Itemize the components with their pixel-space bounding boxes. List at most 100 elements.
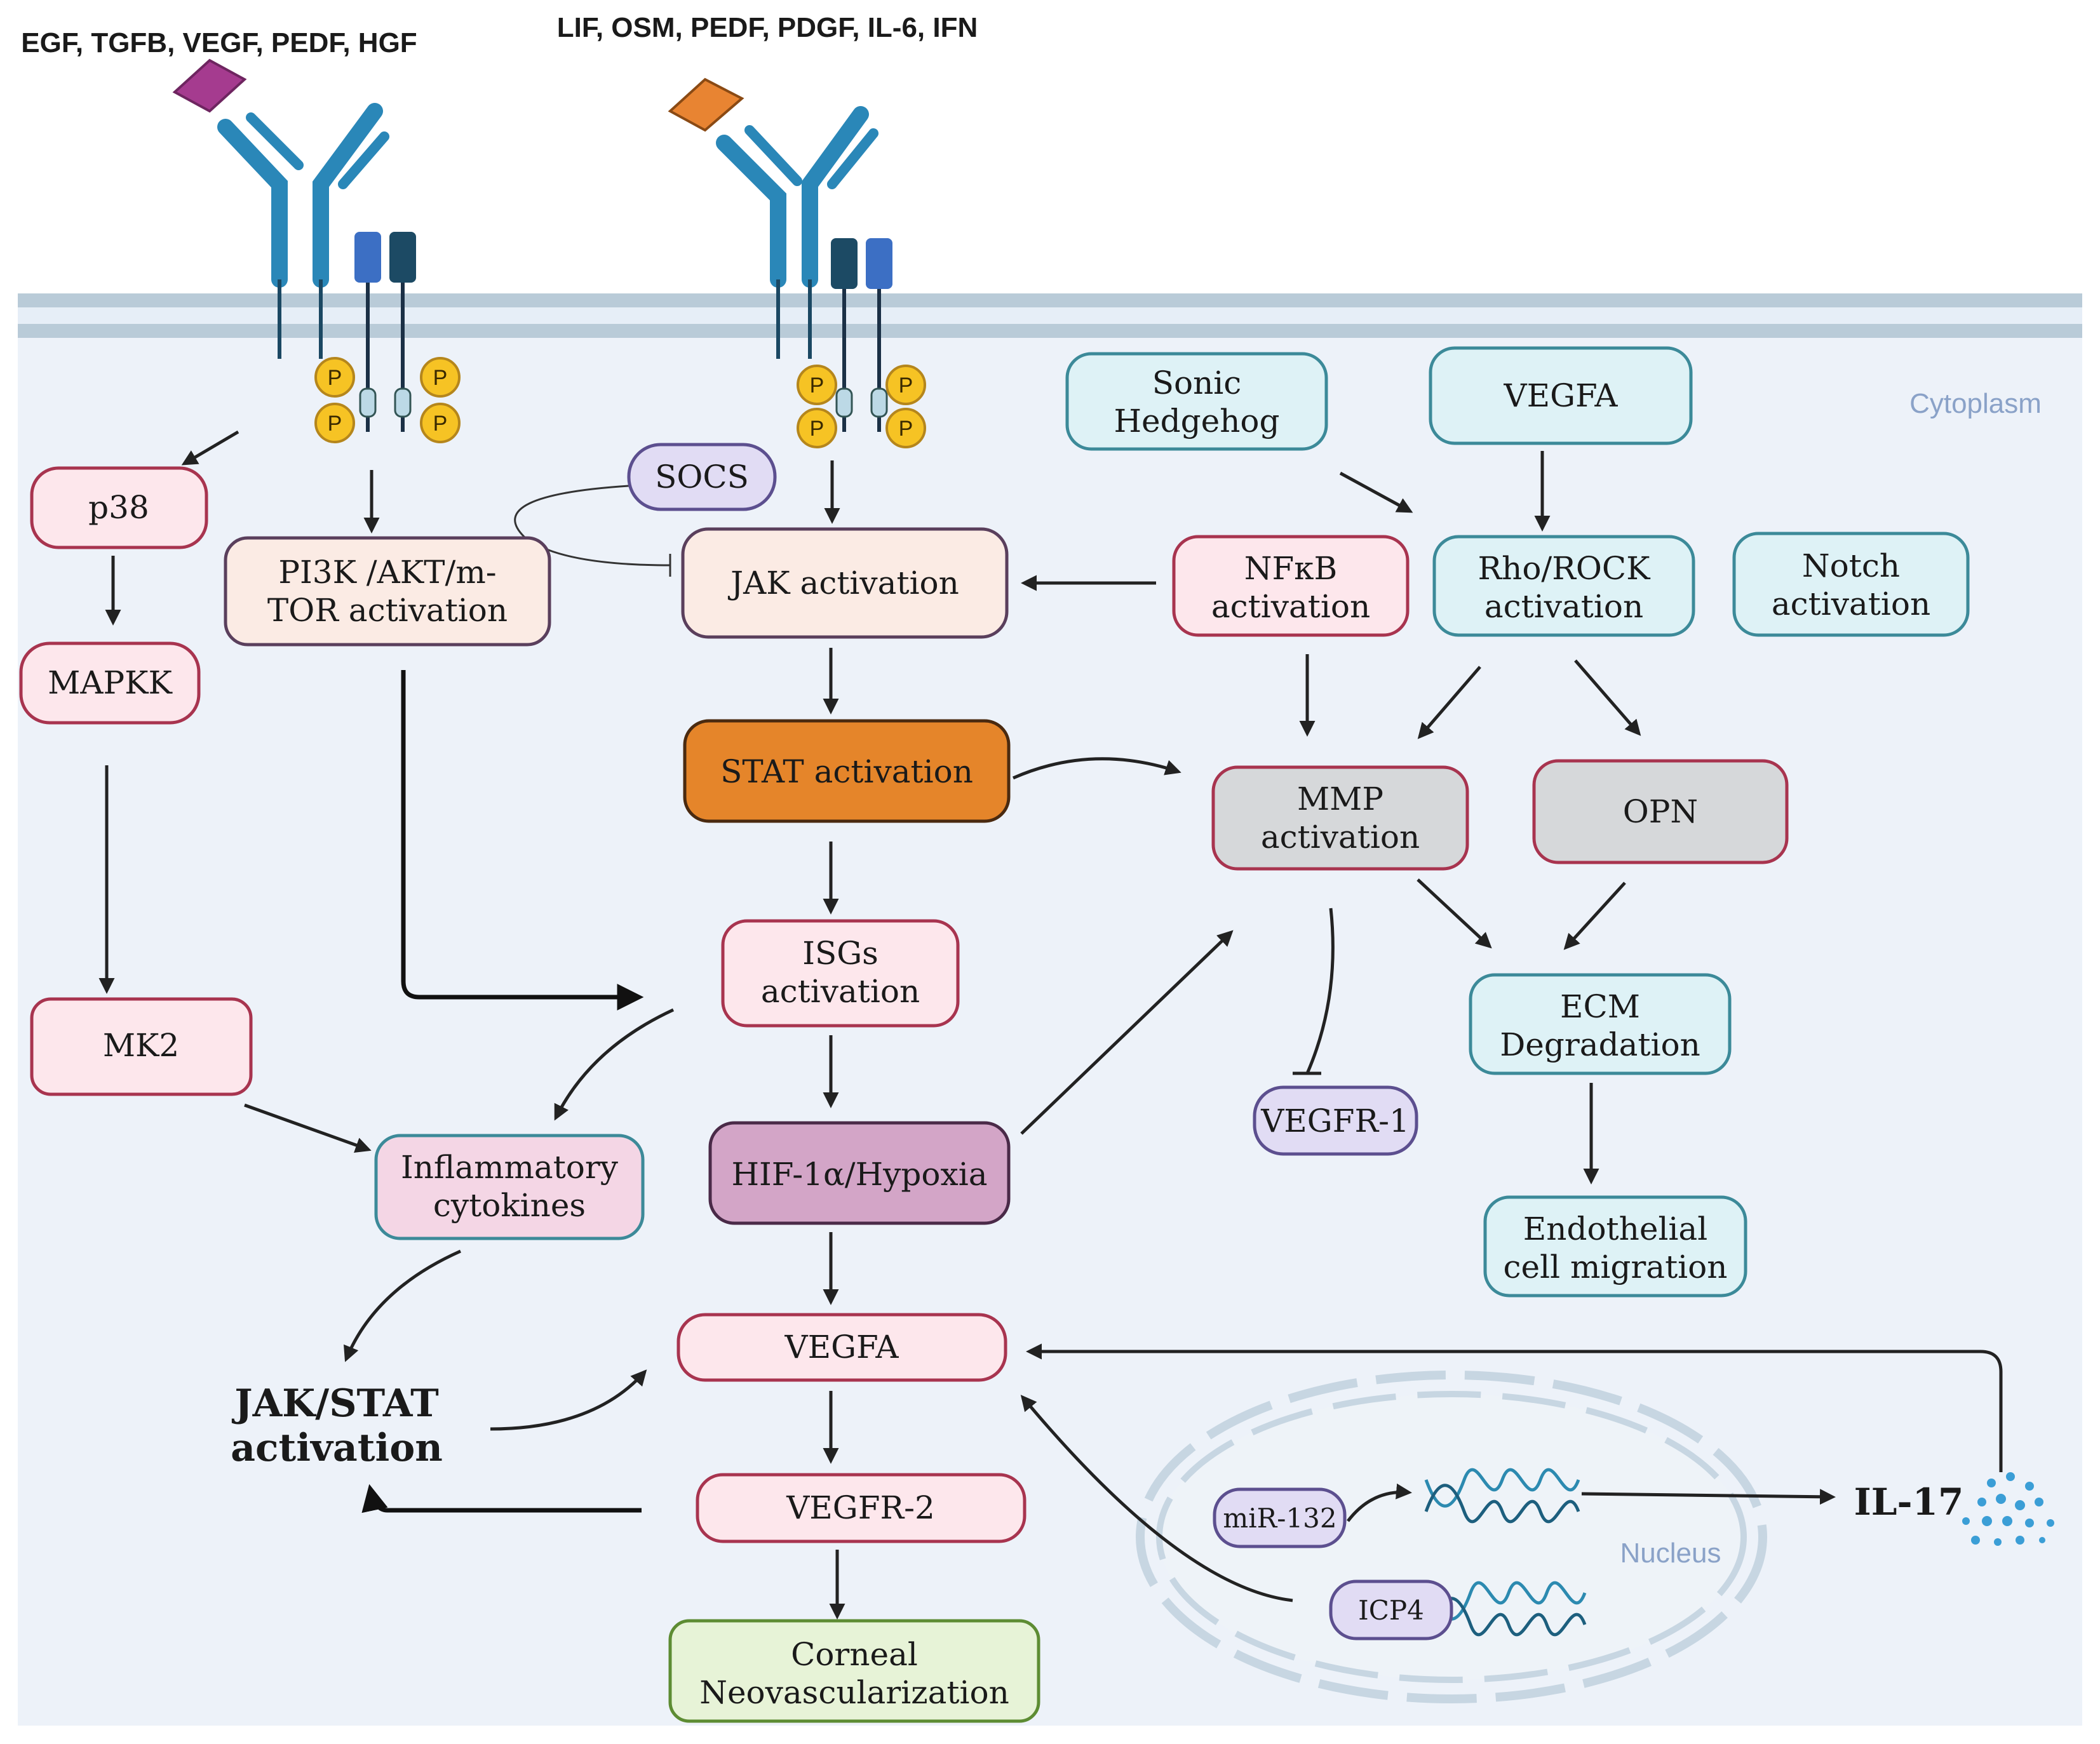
ligand-label-right: LIF, OSM, PEDF, PDGF, IL-6, IFN bbox=[557, 12, 978, 43]
node-pi3k bbox=[224, 536, 551, 647]
node-p38-label: p38 bbox=[88, 489, 149, 526]
arrow-receptor-to-p38 bbox=[181, 430, 239, 466]
phospho-icon: P bbox=[899, 417, 913, 441]
cytoplasm-region bbox=[18, 293, 2082, 1726]
node-inflammatory-label-1: Inflammatory bbox=[401, 1149, 619, 1186]
node-inflammatory-label-2: cytokines bbox=[433, 1187, 586, 1224]
node-rho-label-2: activation bbox=[1484, 588, 1643, 625]
arrow-inflam-to-jakstat bbox=[344, 1249, 462, 1362]
node-rho-rock-activation bbox=[1432, 535, 1695, 637]
arrow-icp4-to-vegfa bbox=[1020, 1395, 1293, 1602]
arrow-pi3k-to-isgs bbox=[401, 670, 644, 1010]
node-icp4 bbox=[1329, 1580, 1453, 1640]
node-isgs-activation bbox=[721, 919, 960, 1028]
node-ecm-degradation bbox=[1469, 973, 1732, 1075]
inhibit-mmp-to-vegfr1 bbox=[1305, 908, 1335, 1074]
node-vegfr1-label: VEGFR-1 bbox=[1260, 1103, 1410, 1139]
node-corneal-label-1: Corneal bbox=[791, 1636, 918, 1673]
node-ecm-label-1: ECM bbox=[1560, 988, 1640, 1025]
node-stat-label: STAT activation bbox=[720, 753, 973, 790]
il17-label: IL-17 bbox=[1854, 1480, 1964, 1524]
arrow-jakstat-to-vegfa bbox=[490, 1369, 647, 1431]
phospho-icon: P bbox=[433, 412, 448, 436]
node-pi3k-label-2: TOR activation bbox=[267, 592, 508, 629]
ligand-label-left: EGF, TGFB, VEGF, PEDF, HGF bbox=[21, 27, 417, 58]
arrow-isgs-to-inflam bbox=[554, 1008, 675, 1121]
node-endo-label-1: Endothelial bbox=[1523, 1211, 1707, 1247]
node-isgs-label-2: activation bbox=[761, 973, 920, 1010]
phospho-icon: P bbox=[433, 366, 448, 390]
node-mir132-label: miR-132 bbox=[1223, 1503, 1336, 1534]
node-hif-hypoxia bbox=[708, 1121, 1011, 1225]
dna-helix-icon bbox=[1424, 1468, 1580, 1524]
node-opn bbox=[1532, 759, 1789, 864]
node-mmp-label-1: MMP bbox=[1297, 781, 1383, 817]
cell-membrane-inner bbox=[18, 324, 2082, 338]
node-nfkb-label-2: activation bbox=[1211, 588, 1370, 625]
node-vegfa-top bbox=[1429, 346, 1693, 445]
arrow-rho-to-mmp bbox=[1417, 666, 1481, 739]
arrow-opn-to-ecm bbox=[1563, 882, 1626, 950]
node-notch-label-2: activation bbox=[1772, 586, 1930, 622]
node-corneal-neovascularization bbox=[668, 1619, 1040, 1723]
node-pi3k-label-1: PI3K /AKT/m- bbox=[278, 554, 496, 591]
node-mmp-activation bbox=[1211, 765, 1469, 871]
node-stat-activation bbox=[683, 719, 1011, 823]
node-mmp-label-2: activation bbox=[1261, 819, 1420, 855]
node-jak-label: JAK activation bbox=[727, 565, 959, 601]
node-jak-activation bbox=[681, 527, 1009, 639]
nucleus-label: Nucleus bbox=[1620, 1538, 1721, 1569]
node-endo-label-2: cell migration bbox=[1504, 1249, 1728, 1285]
cytoplasm-label: Cytoplasm bbox=[1909, 388, 2042, 419]
node-vegfr2-label: VEGFR-2 bbox=[786, 1489, 935, 1526]
nucleus-envelope-outer bbox=[1136, 1371, 1767, 1703]
node-mk2-label: MK2 bbox=[103, 1027, 179, 1064]
node-ecm-label-2: Degradation bbox=[1500, 1026, 1700, 1063]
arrow-sonic-to-rho bbox=[1339, 471, 1413, 513]
arrow-il17-to-vegfa bbox=[1026, 1343, 2003, 1472]
node-sonic-label-2: Hedgehog bbox=[1114, 403, 1279, 439]
node-vegfa-label: VEGFA bbox=[784, 1329, 899, 1365]
node-mk2 bbox=[30, 997, 253, 1096]
arrow-hif-to-mmp bbox=[1020, 930, 1234, 1135]
node-socs bbox=[627, 443, 777, 511]
node-mir132 bbox=[1213, 1487, 1347, 1548]
node-isgs-label-1: ISGs bbox=[802, 935, 878, 972]
node-endothelial-migration bbox=[1483, 1195, 1747, 1298]
arrow-rho-to-opn bbox=[1574, 659, 1641, 736]
node-p38 bbox=[30, 466, 208, 549]
phospho-icon: P bbox=[328, 412, 342, 436]
dna-helix-icon bbox=[1430, 1581, 1587, 1637]
cell-membrane-outer bbox=[18, 293, 2082, 307]
phospho-group-left: P P P P bbox=[314, 357, 461, 443]
receptor-left bbox=[172, 58, 416, 432]
node-vegfa bbox=[676, 1313, 1007, 1382]
node-rho-label-1: Rho/ROCK bbox=[1477, 550, 1651, 587]
node-sonic-label-1: Sonic bbox=[1152, 365, 1242, 401]
node-hif-label: HIF-1α/Hypoxia bbox=[731, 1156, 987, 1193]
phospho-group-right: P P P P bbox=[797, 365, 926, 448]
node-nfkb-label-1: NFκB bbox=[1244, 550, 1337, 587]
node-opn-label: OPN bbox=[1623, 793, 1698, 830]
phospho-icon: P bbox=[899, 373, 913, 398]
node-vegfr1 bbox=[1253, 1085, 1418, 1156]
phospho-icon: P bbox=[810, 373, 825, 398]
node-nfkb-activation bbox=[1172, 535, 1410, 637]
arrow-stat-to-mmp bbox=[1012, 757, 1181, 780]
phospho-icon: P bbox=[810, 417, 825, 441]
receptor-right bbox=[668, 77, 892, 432]
node-icp4-label: ICP4 bbox=[1358, 1595, 1424, 1626]
node-vegfa-top-label: VEGFA bbox=[1503, 377, 1618, 414]
arrow-mk2-to-inflam bbox=[244, 1103, 372, 1153]
il17-particles-icon bbox=[1962, 1472, 2054, 1546]
node-notch-activation bbox=[1732, 532, 1970, 637]
node-sonic-hedgehog bbox=[1065, 352, 1328, 451]
node-notch-label-1: Notch bbox=[1802, 547, 1900, 584]
node-mapkk bbox=[19, 641, 201, 725]
node-mapkk-label: MAPKK bbox=[48, 664, 173, 701]
jakstat-label-2: activation bbox=[231, 1426, 443, 1470]
ligand-right-icon bbox=[668, 77, 744, 132]
node-socs-label: SOCS bbox=[655, 459, 749, 495]
node-vegfr2 bbox=[696, 1473, 1026, 1543]
